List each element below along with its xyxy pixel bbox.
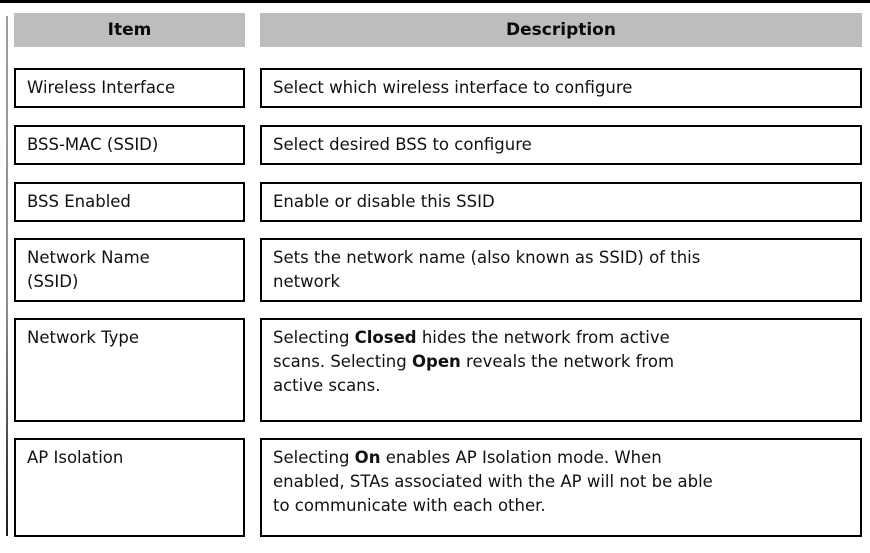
cell-line: Enable or disable this SSID — [273, 190, 849, 214]
item-cell: BSS Enabled — [14, 182, 245, 222]
cell-line: scans. Selecting Open reveals the networ… — [273, 350, 849, 374]
text: reveals the network from — [460, 352, 675, 371]
item-cell: BSS-MAC (SSID) — [14, 125, 245, 165]
text: Network Type — [27, 328, 140, 347]
table-header-row: Item Description — [14, 13, 862, 47]
cell-line: Network Name — [27, 246, 232, 270]
bold-text: Open — [412, 352, 461, 371]
text: scans. Selecting — [273, 352, 412, 371]
item-cell: Network Name (SSID) — [14, 238, 245, 302]
cell-line: Wireless Interface — [27, 76, 232, 100]
item-cell: Network Type — [14, 318, 245, 422]
cell-line: Network Type — [27, 326, 232, 350]
cell-line: Selecting Closed hides the network from … — [273, 326, 849, 350]
cell-line: Select desired BSS to configure — [273, 133, 849, 157]
text: hides the network from active — [416, 328, 670, 347]
table-row: AP Isolation Selecting On enables AP Iso… — [14, 438, 862, 537]
cell-line: (SSID) — [27, 270, 232, 294]
cell-line: network — [273, 270, 849, 294]
cell-line: BSS-MAC (SSID) — [27, 133, 232, 157]
table-row: BSS-MAC (SSID) Select desired BSS to con… — [14, 125, 862, 165]
table-row: Wireless Interface Select which wireless… — [14, 68, 862, 108]
text: BSS Enabled — [27, 192, 131, 211]
cell-line: Select which wireless interface to confi… — [273, 76, 849, 100]
description-cell: Selecting On enables AP Isolation mode. … — [260, 438, 862, 537]
table-row: BSS Enabled Enable or disable this SSID — [14, 182, 862, 222]
text: Select desired BSS to configure — [273, 135, 532, 154]
table-row: Network Type Selecting Closed hides the … — [14, 318, 862, 422]
text: Wireless Interface — [27, 78, 176, 97]
item-cell: Wireless Interface — [14, 68, 245, 108]
text: Enable or disable this SSID — [273, 192, 495, 211]
cell-line: BSS Enabled — [27, 190, 232, 214]
text: Select which wireless interface to confi… — [273, 78, 633, 97]
text: enabled, STAs associated with the AP wil… — [273, 472, 713, 491]
text: Selecting — [273, 328, 355, 347]
bold-text: Closed — [354, 328, 417, 347]
text: Selecting — [273, 448, 355, 467]
text: BSS-MAC (SSID) — [27, 135, 159, 154]
text: enables AP Isolation mode. When — [380, 448, 662, 467]
text: Sets the network name (also known as SSI… — [273, 248, 701, 267]
description-cell: Select desired BSS to configure — [260, 125, 862, 165]
table-rows: Wireless Interface Select which wireless… — [14, 68, 862, 537]
text: active scans. — [273, 376, 381, 395]
cell-line: to communicate with each other. — [273, 494, 849, 518]
column-header-description: Description — [260, 13, 862, 47]
description-cell: Select which wireless interface to confi… — [260, 68, 862, 108]
cell-line: AP Isolation — [27, 446, 232, 470]
table-row: Network Name (SSID) Sets the network name… — [14, 238, 862, 302]
left-rule — [6, 16, 8, 536]
bold-text: On — [354, 448, 381, 467]
description-cell: Enable or disable this SSID — [260, 182, 862, 222]
text: network — [273, 272, 341, 291]
settings-reference-table: Item Description Wireless Interface Sele… — [14, 13, 862, 553]
text: Network Name — [27, 248, 150, 267]
cell-line: Sets the network name (also known as SSI… — [273, 246, 849, 270]
description-cell: Selecting Closed hides the network from … — [260, 318, 862, 422]
cell-line: Selecting On enables AP Isolation mode. … — [273, 446, 849, 470]
cell-line: enabled, STAs associated with the AP wil… — [273, 470, 849, 494]
column-header-item: Item — [14, 13, 245, 47]
cell-line: active scans. — [273, 374, 849, 398]
text: to communicate with each other. — [273, 496, 546, 515]
text: AP Isolation — [27, 448, 124, 467]
item-cell: AP Isolation — [14, 438, 245, 537]
description-cell: Sets the network name (also known as SSI… — [260, 238, 862, 302]
text: (SSID) — [27, 272, 79, 291]
top-rule — [0, 0, 870, 3]
